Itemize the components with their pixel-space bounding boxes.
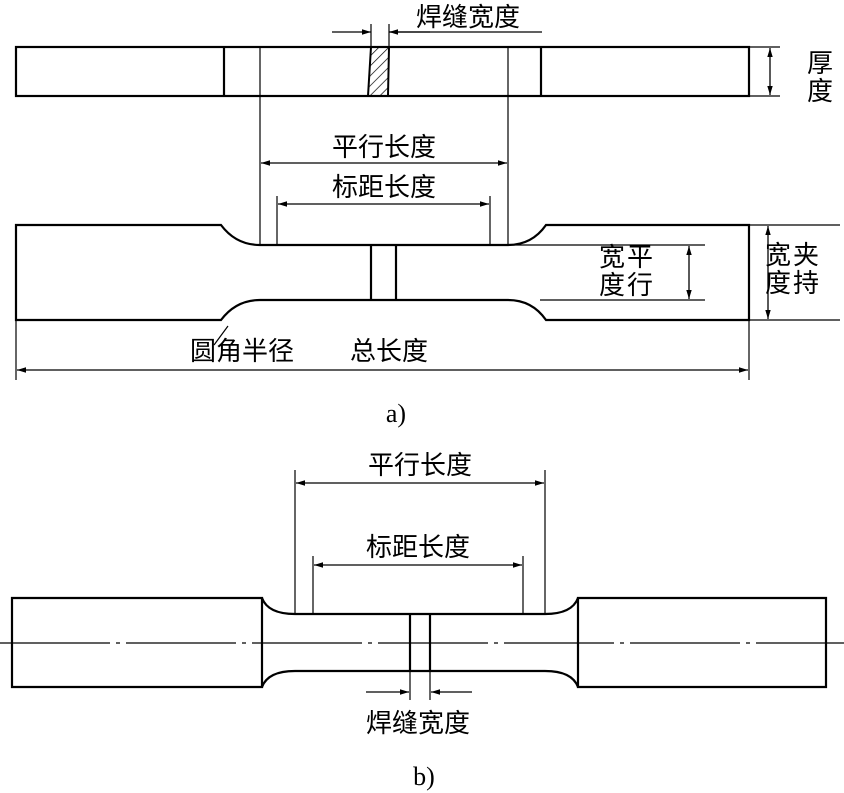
figure-b: 平行长度 标距长度 焊缝宽度 — [0, 451, 844, 791]
figure-a-caption: a) — [386, 399, 406, 428]
side-view — [14, 45, 751, 245]
parallel-width-dimension: 平行宽度 — [508, 243, 705, 301]
total-length-label: 总长度 — [350, 337, 428, 367]
thickness-label: 厚度 — [807, 49, 833, 107]
parallel-length-dimension-a: 平行长度 — [261, 133, 507, 166]
gauge-length-dimension-a: 标距长度 — [276, 173, 491, 245]
weld-section — [366, 46, 391, 97]
parallel-length-dimension-b: 平行长度 — [294, 451, 546, 614]
figure-b-caption: b) — [413, 762, 435, 791]
parallel-length-label-b: 平行长度 — [368, 451, 472, 481]
weld-width-label-b: 焊缝宽度 — [366, 709, 470, 739]
gauge-length-label-a: 标距长度 — [332, 173, 436, 203]
total-length-dimension: 圆角半径 总长度 — [15, 320, 750, 380]
round-specimen — [0, 596, 844, 689]
weld-width-dimension-b: 焊缝宽度 — [366, 671, 472, 739]
figure-a: 焊缝宽度 厚度 平行长度 标距长度 — [14, 3, 840, 428]
parallel-length-label-a: 平行长度 — [332, 133, 436, 163]
thickness-dimension: 厚度 — [749, 46, 833, 107]
weld-width-dimension-a: 焊缝宽度 — [332, 3, 542, 47]
gauge-length-dimension-b: 标距长度 — [312, 533, 524, 614]
parallel-width-label-col1: 平行宽度 — [599, 243, 653, 301]
grip-width-label: 夹持宽度 — [765, 241, 819, 299]
weld-width-label-a: 焊缝宽度 — [416, 3, 520, 33]
fillet-radius-label: 圆角半径 — [190, 337, 294, 367]
grip-width-dimension: 夹持宽度 — [749, 224, 840, 321]
gauge-length-label-b: 标距长度 — [366, 533, 470, 563]
